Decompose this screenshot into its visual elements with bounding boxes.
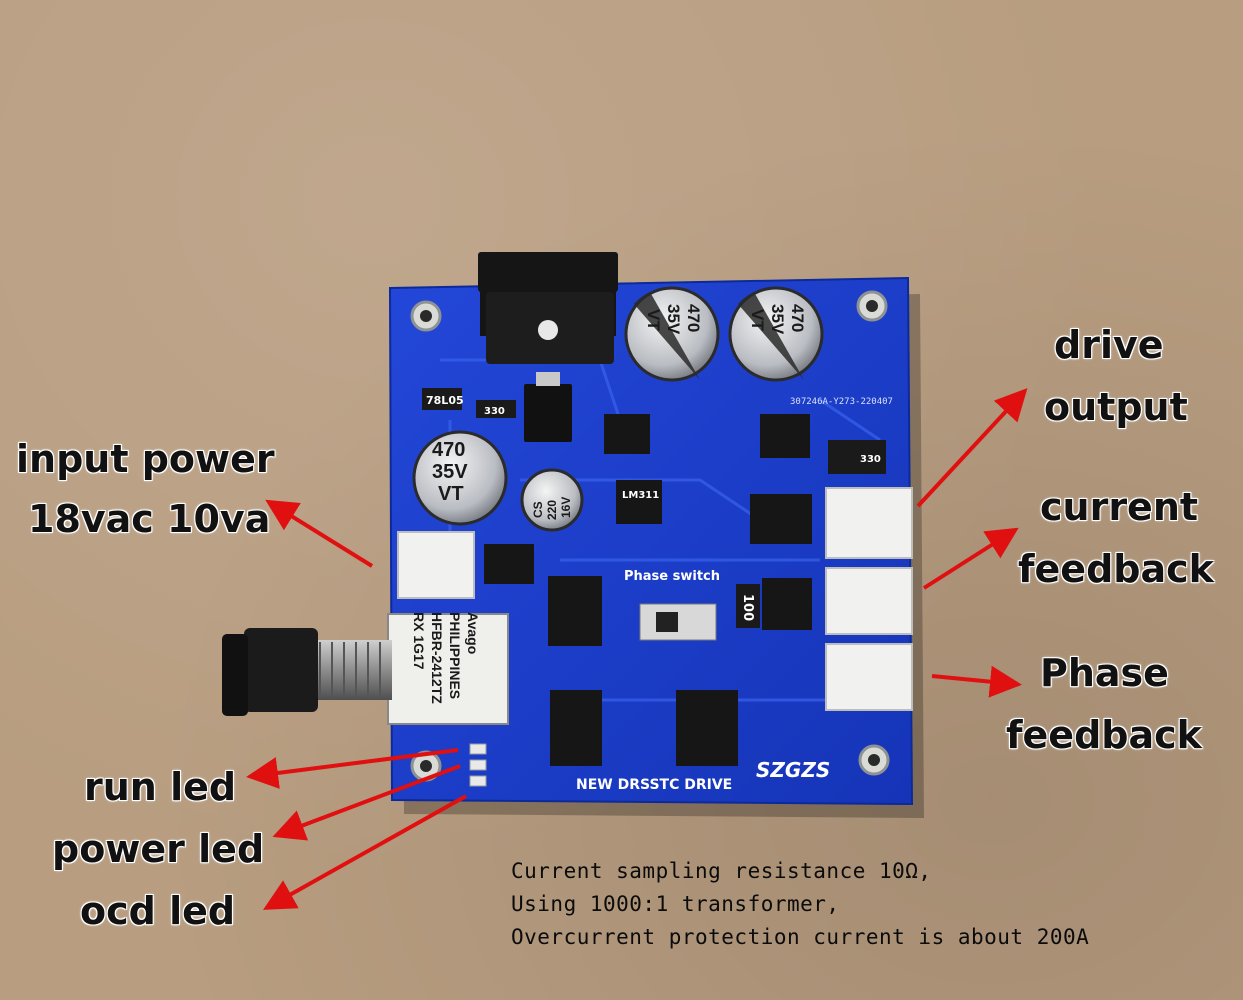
label-input-power: input power bbox=[16, 437, 275, 481]
svg-text:16V: 16V bbox=[559, 497, 573, 518]
resistor bbox=[736, 584, 760, 628]
capacitor-large bbox=[412, 286, 824, 526]
heatsink bbox=[478, 252, 618, 364]
cap-text-470: 470 bbox=[684, 304, 703, 332]
svg-text:PHILIPPINES: PHILIPPINES bbox=[447, 612, 463, 699]
svg-text:470: 470 bbox=[788, 304, 807, 332]
svg-text:470: 470 bbox=[432, 439, 465, 461]
svg-text:35V: 35V bbox=[664, 304, 683, 335]
jst-connector bbox=[397, 487, 913, 711]
note-line-2: Using 1000:1 transformer, bbox=[511, 892, 840, 916]
label-power-led: power led bbox=[52, 827, 265, 871]
label-ocd-led: ocd led bbox=[80, 889, 236, 933]
svg-text:VT: VT bbox=[438, 483, 464, 505]
fiber-receiver bbox=[387, 613, 509, 725]
svg-text:35V: 35V bbox=[432, 461, 468, 483]
silkscreen-code: 307246A-Y273-220407 bbox=[790, 397, 893, 407]
label-current-feedback-2: feedback bbox=[1018, 547, 1214, 591]
silkscreen-brand: SZGZS bbox=[756, 758, 830, 782]
svg-text:RX 1G17: RX 1G17 bbox=[411, 612, 427, 670]
svg-text:78L05: 78L05 bbox=[426, 394, 464, 407]
label-phase-feedback-2: feedback bbox=[1006, 713, 1202, 757]
svg-text:330: 330 bbox=[860, 454, 881, 465]
led bbox=[469, 743, 487, 787]
label-phase-feedback: Phase bbox=[1040, 651, 1169, 695]
svg-text:220: 220 bbox=[545, 500, 559, 520]
ic-chip bbox=[484, 414, 812, 766]
svg-text:35V: 35V bbox=[768, 304, 787, 335]
annotation-arrows bbox=[246, 388, 1028, 910]
mosfet bbox=[524, 384, 572, 442]
svg-text:330: 330 bbox=[484, 406, 505, 417]
svg-text:LM311: LM311 bbox=[622, 490, 659, 501]
note-line-3: Overcurrent protection current is about … bbox=[511, 925, 1090, 949]
label-drive-output-2: output bbox=[1044, 385, 1188, 429]
note-line-1: Current sampling resistance 10Ω, bbox=[511, 859, 932, 883]
label-input-power-2: 18vac 10va bbox=[28, 497, 271, 541]
silkscreen-phase: Phase switch bbox=[624, 569, 720, 584]
svg-text:VT: VT bbox=[748, 309, 767, 331]
silkscreen-title: NEW DRSSTC DRIVE bbox=[576, 777, 732, 793]
label-drive-output: drive bbox=[1054, 323, 1164, 367]
regulator bbox=[422, 388, 462, 410]
label-run-led: run led bbox=[84, 765, 237, 809]
label-current-feedback: current bbox=[1040, 485, 1199, 529]
svg-text:100: 100 bbox=[740, 594, 755, 621]
svg-text:CS: CS bbox=[531, 501, 545, 518]
svg-text:Avago: Avago bbox=[465, 612, 481, 654]
capacitor-small bbox=[520, 468, 584, 532]
svg-text:HFBR-2412TZ: HFBR-2412TZ bbox=[429, 612, 445, 704]
svg-text:VT: VT bbox=[644, 309, 663, 331]
